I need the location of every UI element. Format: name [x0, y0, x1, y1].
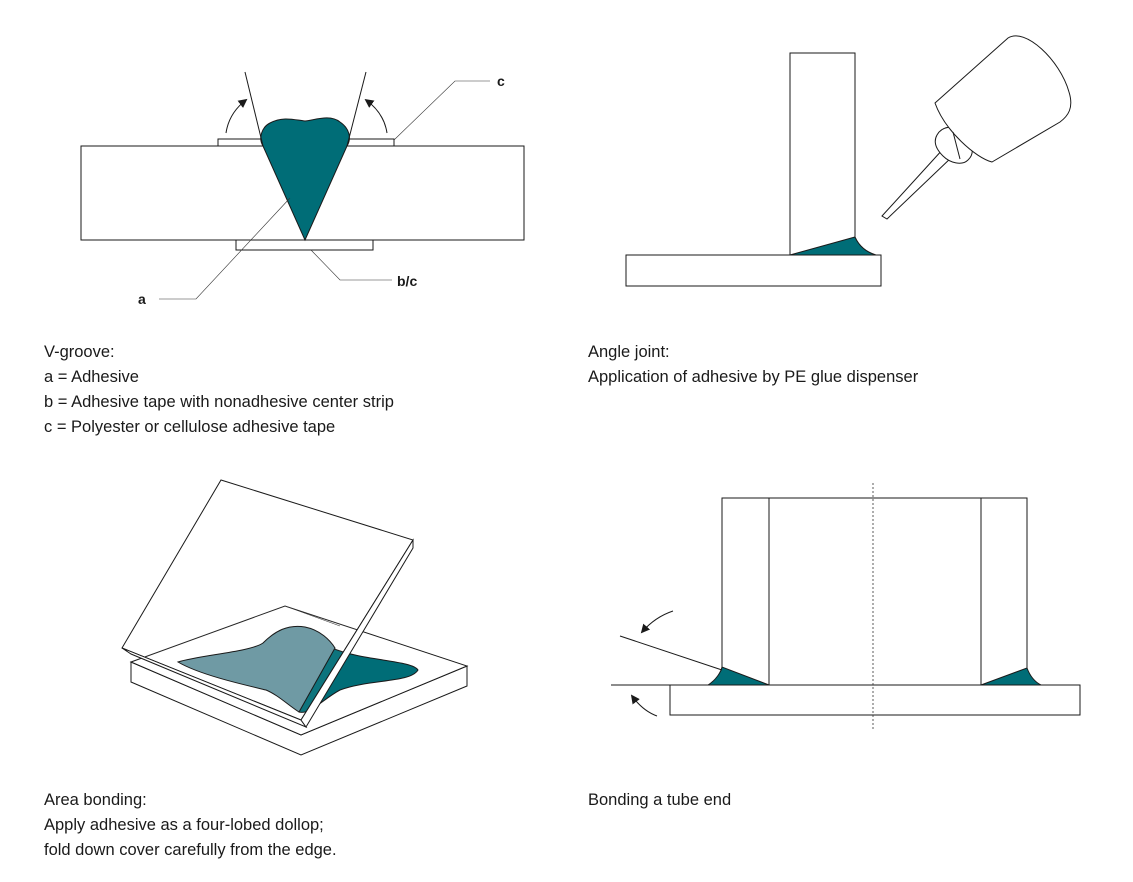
- fold-arrow-right: [364, 98, 388, 134]
- caption-v-groove-title: V-groove:: [44, 343, 115, 361]
- tilt-arrow-top: [640, 610, 674, 634]
- tape-b-underside: [235, 239, 374, 251]
- dollop-under-cover: [176, 625, 336, 713]
- caption-tube-end-title: Bonding a tube end: [588, 791, 732, 809]
- glue-dispenser-icon: [881, 35, 1072, 220]
- area-bonding-diagram: [121, 479, 469, 756]
- v-groove-diagram: a b/c c: [80, 71, 525, 307]
- caption-angle-joint: Angle joint: Application of adhesive by …: [588, 340, 918, 390]
- cover-plate-edge-right: [300, 538, 414, 728]
- tilt-line: [619, 635, 723, 671]
- caption-v-groove-line-b: b = Adhesive tape with nonadhesive cente…: [44, 393, 394, 411]
- caption-v-groove-line-c: c = Polyester or cellulose adhesive tape: [44, 418, 336, 436]
- adhesive-a-fill: [260, 117, 350, 242]
- caption-v-groove-line-a: a = Adhesive: [44, 368, 139, 386]
- tube-wall-left: [721, 497, 770, 686]
- caption-area-bonding: Area bonding: Apply adhesive as a four-l…: [44, 788, 337, 863]
- tape-c-right: [341, 138, 395, 147]
- tube-base-plate: [669, 684, 1081, 716]
- label-a: a: [138, 291, 146, 307]
- tube-adhesive-fillet-right: [980, 667, 1042, 686]
- caption-angle-joint-line: Application of adhesive by PE glue dispe…: [588, 368, 919, 386]
- caption-area-bonding-line-2: fold down cover carefully from the edge.: [44, 841, 337, 859]
- hidden-plate-edge: [284, 605, 341, 627]
- caption-area-bonding-line-1: Apply adhesive as a four-lobed dollop;: [44, 816, 324, 834]
- fold-arrow-left: [225, 98, 248, 134]
- angle-adhesive-fillet: [789, 236, 877, 256]
- tilt-arrow-bottom: [630, 694, 658, 717]
- leader-a: [159, 197, 291, 300]
- caption-tube-end: Bonding a tube end: [588, 788, 731, 813]
- label-c: c: [497, 73, 505, 89]
- angle-joint-diagram: [625, 35, 1072, 287]
- groove-edge-left: [244, 71, 264, 147]
- groove-edge-right: [346, 71, 367, 147]
- tube-end-diagram: [611, 483, 1081, 731]
- leader-c: [393, 80, 490, 141]
- angle-upright-plate: [789, 52, 856, 256]
- caption-angle-joint-title: Angle joint:: [588, 343, 670, 361]
- tube-adhesive-fillet-left: [706, 666, 770, 686]
- tube-wall-right: [980, 497, 1028, 686]
- caption-v-groove: V-groove: a = Adhesive b = Adhesive tape…: [44, 340, 394, 440]
- label-bc: b/c: [397, 273, 417, 289]
- caption-area-bonding-title: Area bonding:: [44, 791, 147, 809]
- angle-base-plate: [625, 254, 882, 287]
- leader-bc: [310, 249, 392, 281]
